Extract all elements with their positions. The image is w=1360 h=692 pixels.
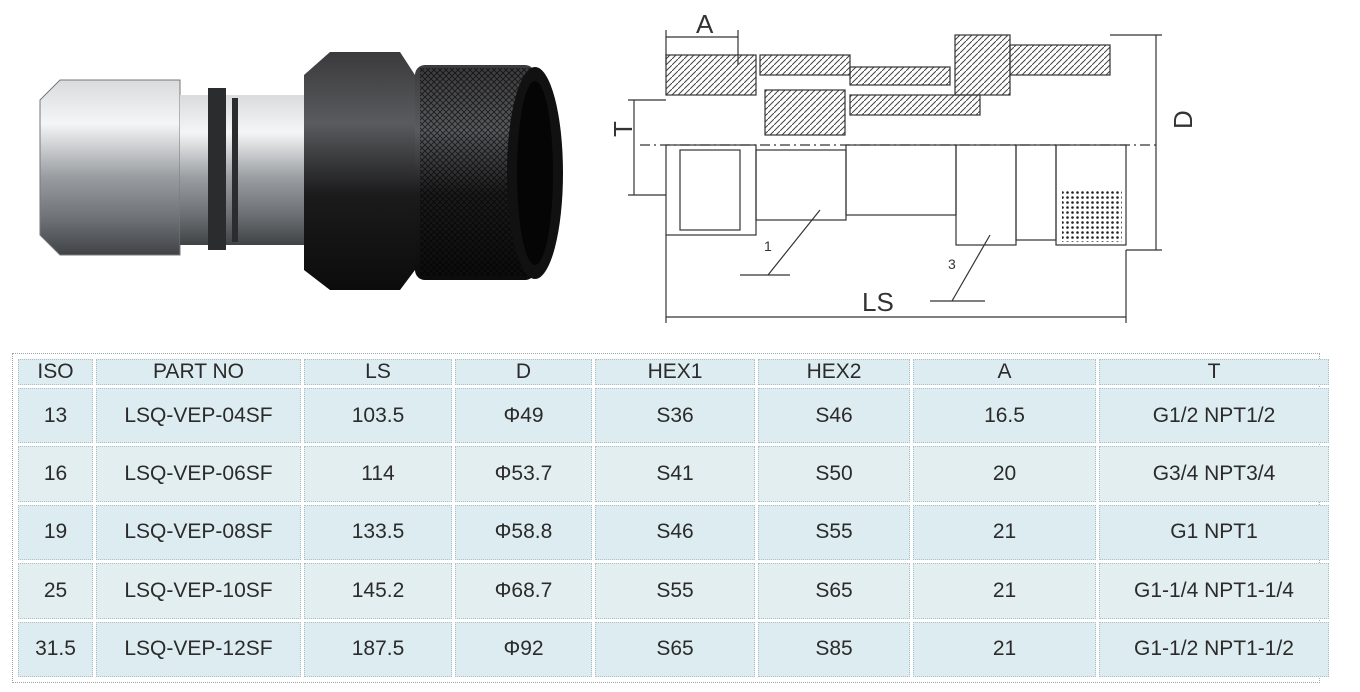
spec-table-container: ISO PART NO LS D HEX1 HEX2 A T 13 LSQ-VE… (12, 353, 1329, 683)
cell-t: G3/4 NPT3/4 (1099, 446, 1329, 502)
cell-iso: 25 (18, 563, 93, 619)
cell-part-no: LSQ-VEP-08SF (96, 504, 301, 561)
cell-d: Φ53.7 (455, 446, 592, 502)
table-row: 19 LSQ-VEP-08SF 133.5 Φ58.8 S46 S55 21 G… (18, 504, 1329, 561)
header-d: D (455, 359, 592, 385)
drawing-labels: A T D LS 1 3 (608, 9, 1198, 317)
cell-hex2: S55 (758, 504, 910, 561)
cell-hex2: S50 (758, 446, 910, 502)
header-row: ISO PART NO LS D HEX1 HEX2 A T (18, 359, 1329, 385)
cell-a: 20 (913, 446, 1096, 502)
callout-3-label: 3 (948, 256, 956, 272)
dim-a-label: A (696, 9, 714, 39)
knurl-detail (1062, 190, 1122, 242)
cell-part-no: LSQ-VEP-12SF (96, 621, 301, 677)
cell-iso: 19 (18, 504, 93, 561)
cell-d: Φ49 (455, 388, 592, 444)
header-hex2: HEX2 (758, 359, 910, 385)
cell-t: G1-1/4 NPT1-1/4 (1099, 563, 1329, 619)
cell-hex2: S46 (758, 388, 910, 444)
cell-a: 16.5 (913, 388, 1096, 444)
cell-a: 21 (913, 621, 1096, 677)
cell-hex2: S65 (758, 563, 910, 619)
table-row: 13 LSQ-VEP-04SF 103.5 Φ49 S36 S46 16.5 G… (18, 388, 1329, 444)
cell-hex1: S36 (595, 388, 755, 444)
product-photo (39, 52, 563, 290)
cell-d: Φ92 (455, 621, 592, 677)
header-hex1: HEX1 (595, 359, 755, 385)
cell-iso: 13 (18, 388, 93, 444)
header-t: T (1099, 359, 1329, 385)
cell-a: 21 (913, 563, 1096, 619)
cell-ls: 114 (304, 446, 452, 502)
cell-part-no: LSQ-VEP-10SF (96, 563, 301, 619)
cell-part-no: LSQ-VEP-06SF (96, 446, 301, 502)
cell-hex1: S65 (595, 621, 755, 677)
cell-t: G1 NPT1 (1099, 504, 1329, 561)
cell-ls: 103.5 (304, 388, 452, 444)
cell-hex1: S46 (595, 504, 755, 561)
cell-ls: 187.5 (304, 621, 452, 677)
cell-ls: 145.2 (304, 563, 452, 619)
table-row: 25 LSQ-VEP-10SF 145.2 Φ68.7 S55 S65 21 G… (18, 563, 1329, 619)
cell-hex2: S85 (758, 621, 910, 677)
spec-table: ISO PART NO LS D HEX1 HEX2 A T 13 LSQ-VE… (15, 356, 1332, 680)
cell-hex1: S41 (595, 446, 755, 502)
cell-hex1: S55 (595, 563, 755, 619)
table-row: 16 LSQ-VEP-06SF 114 Φ53.7 S41 S50 20 G3/… (18, 446, 1329, 502)
callout-1-label: 1 (764, 238, 772, 254)
cell-part-no: LSQ-VEP-04SF (96, 388, 301, 444)
cell-iso: 16 (18, 446, 93, 502)
dim-ls-label: LS (862, 287, 894, 317)
header-part-no: PART NO (96, 359, 301, 385)
cell-a: 21 (913, 504, 1096, 561)
cell-d: Φ58.8 (455, 504, 592, 561)
cell-iso: 31.5 (18, 621, 93, 677)
header-iso: ISO (18, 359, 93, 385)
cell-t: G1-1/2 NPT1-1/2 (1099, 621, 1329, 677)
drawing-lines (628, 30, 1162, 323)
header-ls: LS (304, 359, 452, 385)
cell-d: Φ68.7 (455, 563, 592, 619)
table-row: 31.5 LSQ-VEP-12SF 187.5 Φ92 S65 S85 21 G… (18, 621, 1329, 677)
cell-t: G1/2 NPT1/2 (1099, 388, 1329, 444)
cell-ls: 133.5 (304, 504, 452, 561)
header-a: A (913, 359, 1096, 385)
dim-d-label: D (1168, 110, 1198, 129)
coupling-photo (39, 52, 563, 290)
dim-t-label: T (608, 121, 638, 137)
cross-section-drawing: A T D LS 1 3 (608, 9, 1198, 323)
